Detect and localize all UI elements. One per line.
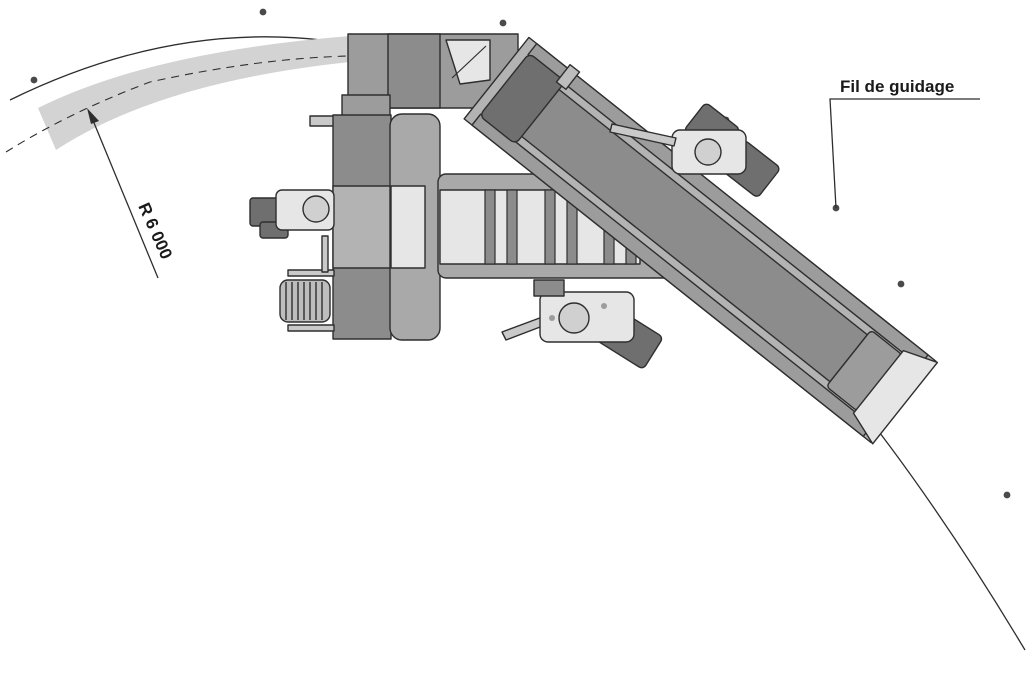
spring-rod [287, 324, 335, 332]
radius-leader-line [91, 117, 159, 279]
conveyor-slat [506, 189, 518, 265]
swing-arm [463, 36, 939, 445]
arm-nose-scoop [852, 349, 939, 445]
left-spring-unit [279, 235, 335, 332]
guide-wire-leader [829, 98, 980, 209]
wheel-hub [302, 195, 330, 223]
guide-wire-markers [30, 8, 1011, 499]
arm-latch [555, 63, 581, 91]
column-shaft-highlight [332, 185, 392, 269]
left-wheel-assembly [249, 189, 335, 239]
wire-marker [897, 280, 905, 288]
arm-wheel-assembly [609, 103, 780, 197]
hub-bolt [601, 303, 607, 309]
conveyor-slat [544, 189, 556, 265]
wire-marker [499, 19, 507, 27]
conveyor-slat [484, 189, 496, 265]
guide-wire-label: Fil de guidage [840, 77, 954, 96]
bottom-wheel-assembly [501, 279, 663, 369]
side-bar [321, 235, 329, 273]
wire-marker [259, 8, 267, 16]
curved-path-band [38, 36, 350, 150]
wire-marker [1003, 491, 1011, 499]
drum-window [390, 185, 426, 269]
path-centerline [5, 55, 351, 153]
arm-end-roller [481, 54, 564, 143]
radius-arrow-head [87, 108, 99, 124]
top-frame-inner [387, 33, 441, 109]
pivot-bracket-slash [451, 45, 487, 79]
machine [249, 33, 939, 445]
column-cap [341, 94, 391, 118]
spring-rod [287, 269, 335, 277]
bottom-bracket [533, 279, 565, 297]
arm-wheel-link [609, 123, 677, 147]
radius-label: R 6 000 [134, 200, 176, 262]
bottom-hub [558, 302, 590, 334]
wire-marker [30, 76, 38, 84]
arm-hub [694, 138, 722, 166]
hub-bolt [549, 315, 555, 321]
